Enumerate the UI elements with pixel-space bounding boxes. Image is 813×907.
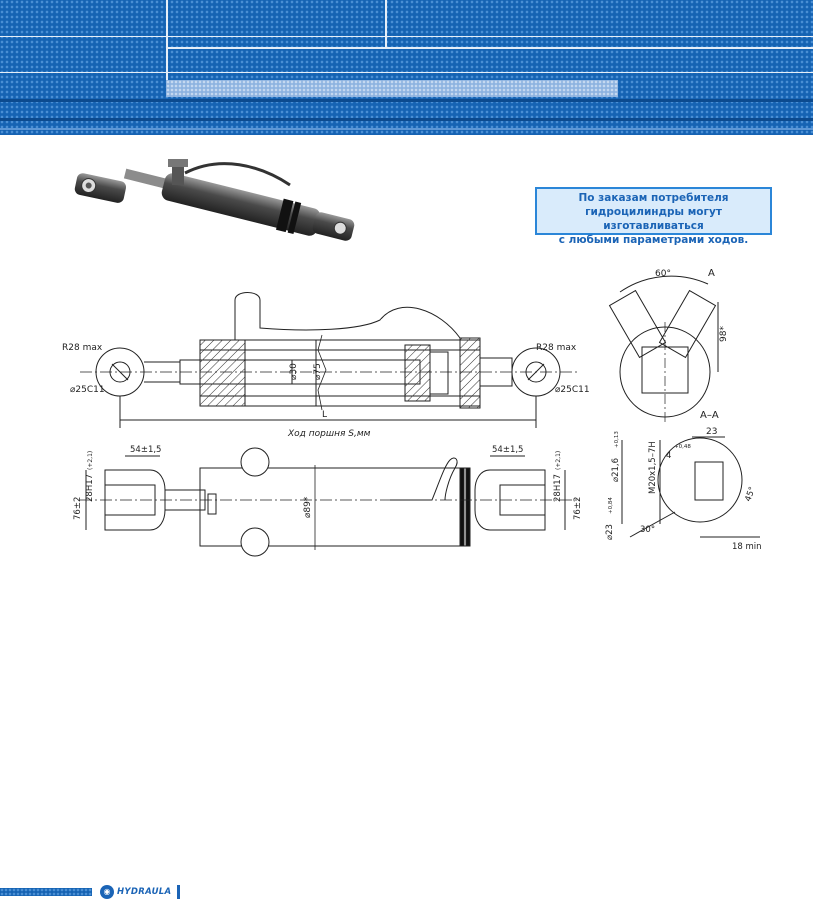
length-label: L bbox=[322, 410, 327, 420]
stroke-label: Ход поршня S,мм bbox=[287, 429, 371, 439]
dim-216-tolerance: +0,13 bbox=[614, 431, 620, 448]
brand-logo: ◉ HYDRAULA bbox=[100, 885, 181, 899]
side-view-drawing: 60° A 98* A–A 23 ⌀21,6 +0,13 M20x1,5–7H … bbox=[605, 268, 762, 552]
body-diameter-label: ⌀89* bbox=[303, 496, 313, 518]
pin-right-label: ⌀25C11 bbox=[555, 385, 590, 395]
customer-notice: По заказам потребителя гидроцилиндры мог… bbox=[535, 187, 772, 246]
section-mark: A bbox=[708, 268, 715, 279]
header-band bbox=[0, 118, 813, 121]
header-band bbox=[0, 128, 813, 130]
cylinder-3d-illustration bbox=[74, 159, 355, 241]
header-divider bbox=[385, 0, 387, 47]
notice-line-1: По заказам потребителя bbox=[578, 192, 729, 204]
notice-line-2: гидроцилиндры могут изготавливаться bbox=[585, 206, 722, 232]
slot-left-tolerance: (+2,1) bbox=[87, 451, 94, 470]
header-divider bbox=[166, 47, 813, 49]
header-band bbox=[0, 99, 813, 102]
thread-label: M20x1,5–7H bbox=[648, 441, 658, 494]
r28-left-label: R28 max bbox=[62, 343, 103, 353]
dim-4-tolerance: +0,48 bbox=[674, 444, 691, 450]
logo-text: HYDRAULA bbox=[117, 887, 172, 897]
footer-separator bbox=[177, 885, 181, 899]
angle-label: 60° bbox=[655, 269, 671, 279]
dim-23b-label: ⌀23 bbox=[605, 524, 615, 540]
notice-line-3: с любыми параметрами ходов. bbox=[558, 234, 749, 246]
width-left-label: 54±1,5 bbox=[130, 445, 161, 455]
width-right-label: 54±1,5 bbox=[492, 445, 523, 455]
pin-left-label: ⌀25C11 bbox=[70, 385, 105, 395]
dim-216-label: ⌀21,6 bbox=[611, 458, 621, 482]
dim-23-label: 23 bbox=[706, 427, 717, 437]
angle-30-label: 30° bbox=[640, 525, 655, 535]
angle-45-label: 45° bbox=[743, 485, 758, 503]
slot-left-label: 28H17 bbox=[85, 474, 95, 502]
header-divider bbox=[0, 36, 166, 37]
header-divider bbox=[166, 72, 813, 73]
bore-diameter-label: ⌀75 bbox=[313, 363, 323, 380]
header-banner bbox=[0, 0, 813, 135]
plan-view-drawing: 54±1,5 54±1,5 28H17 (+2,1) 28H17 (+2,1) … bbox=[73, 445, 583, 557]
dim-23b-tolerance: +0,84 bbox=[608, 497, 614, 514]
header-highlight-field bbox=[166, 80, 618, 97]
header-divider bbox=[168, 36, 813, 37]
height-right-label: 76±2 bbox=[573, 497, 583, 520]
header-divider bbox=[0, 72, 166, 73]
rod-diameter-label: ⌀30 bbox=[289, 363, 299, 380]
height-label: 98* bbox=[719, 326, 729, 342]
slot-right-label: 28H17 bbox=[553, 474, 563, 502]
height-left-label: 76±2 bbox=[73, 497, 83, 520]
slot-right-tolerance: (+2,1) bbox=[555, 451, 562, 470]
dim-18-label: 18 min bbox=[732, 542, 762, 552]
logo-mark-icon: ◉ bbox=[100, 885, 114, 899]
section-title: A–A bbox=[700, 410, 719, 421]
footer-bar bbox=[0, 888, 92, 896]
sectional-drawing: R28 max R28 max ⌀25C11 ⌀25C11 ⌀30 ⌀75 L … bbox=[62, 292, 590, 439]
header-divider bbox=[166, 0, 168, 80]
dim-4-label: 4 bbox=[666, 451, 671, 461]
r28-right-label: R28 max bbox=[536, 343, 577, 353]
